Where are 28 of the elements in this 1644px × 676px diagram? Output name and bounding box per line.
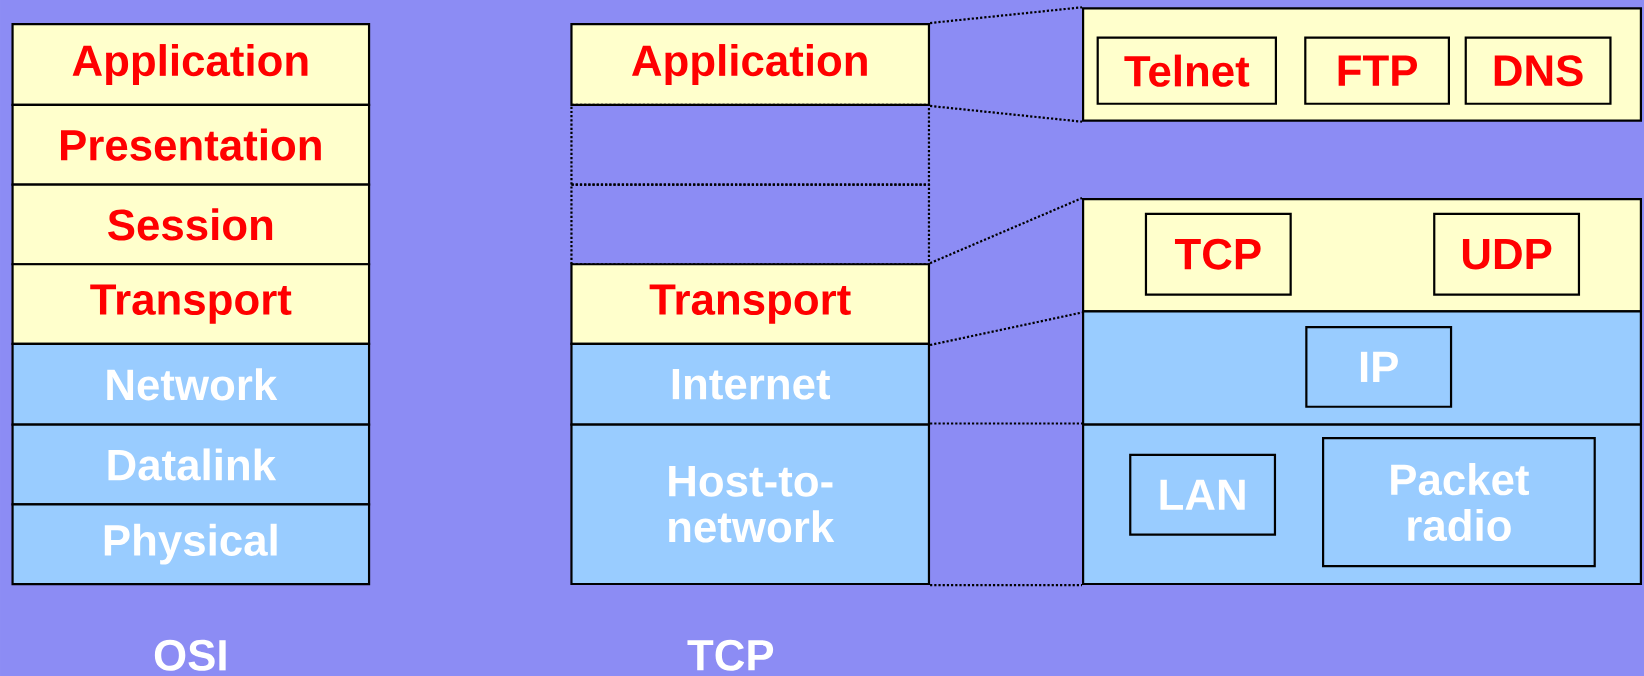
protocol-box: TCP [1144, 212, 1292, 296]
protocol-box: IP [1305, 325, 1453, 408]
layer-box: Network [11, 342, 371, 426]
connector-line [929, 6, 1083, 25]
protocol-box: LAN [1129, 453, 1277, 536]
layer-box: Transport [570, 263, 931, 346]
protocol-box: Packet radio [1322, 437, 1596, 568]
empty-layer-box [570, 103, 931, 186]
connector-line [930, 584, 1082, 587]
layer-box: Transport [11, 263, 371, 346]
connector-line [929, 197, 1083, 265]
protocol-box: UDP [1433, 212, 1581, 296]
protocol-box: Telnet [1096, 36, 1277, 105]
stack-label: TCP [687, 639, 774, 671]
layer-box: Host-to-network [570, 423, 931, 586]
connector-line [929, 104, 1083, 123]
layer-box: Application [570, 23, 931, 106]
layer-box: Session [11, 183, 371, 266]
connector-line [929, 311, 1083, 347]
protocol-box: DNS [1464, 36, 1612, 105]
stack-label: OSI [154, 639, 226, 671]
layer-box: Datalink [11, 423, 371, 506]
connector-line [930, 422, 1082, 425]
layer-box: Internet [570, 342, 931, 426]
layer-box: Application [11, 23, 371, 106]
layer-box: Presentation [11, 103, 371, 186]
layer-box: Physical [11, 503, 371, 586]
protocol-box: FTP [1304, 36, 1450, 105]
